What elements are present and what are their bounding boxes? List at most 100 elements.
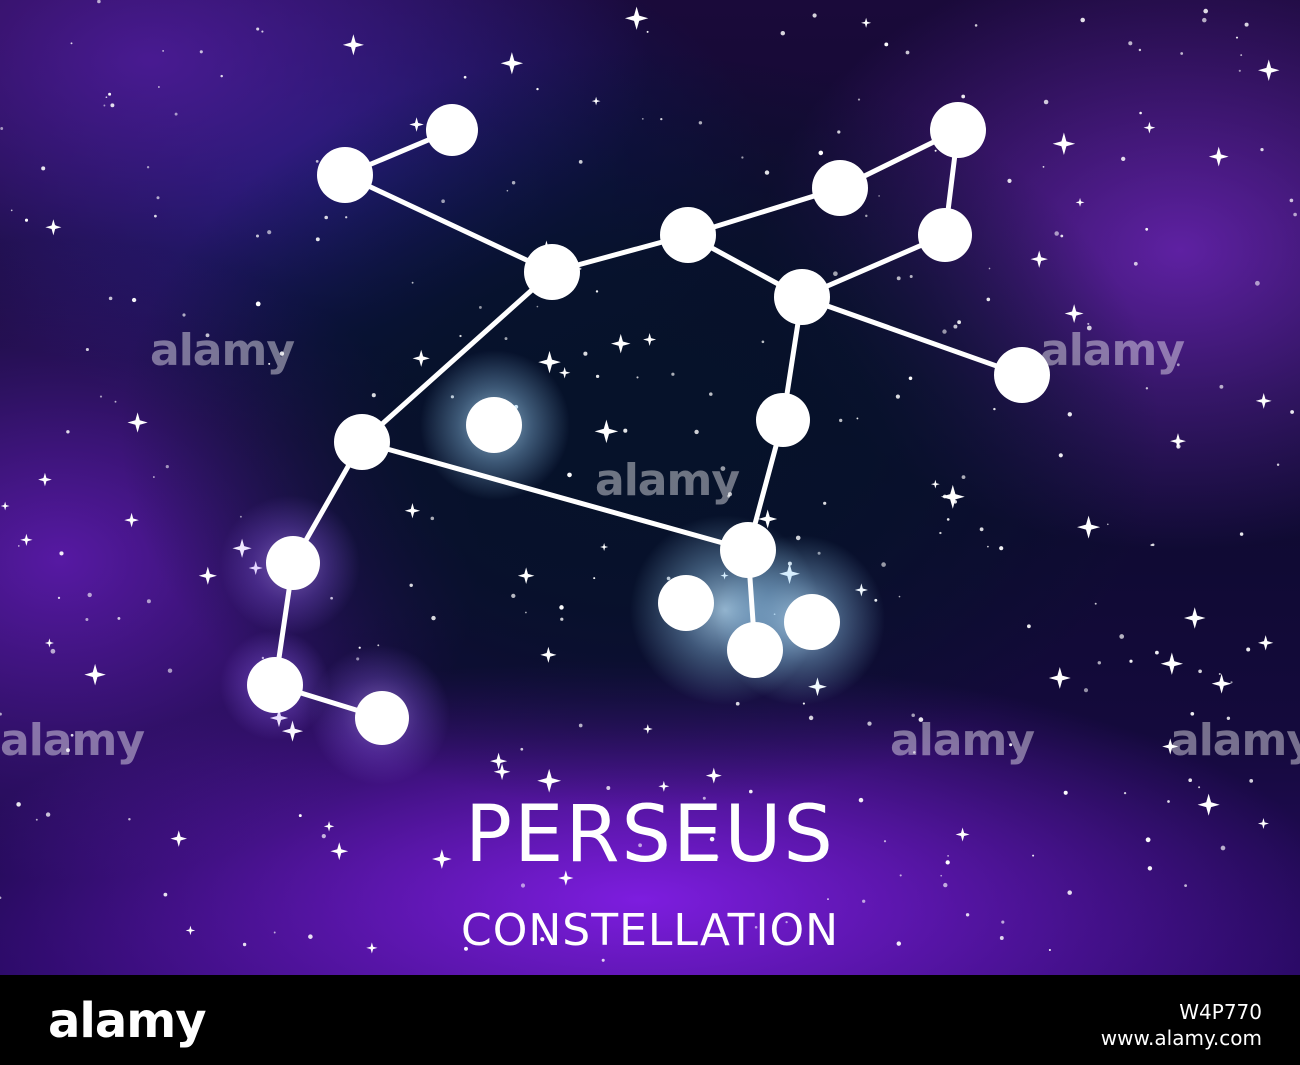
background-star-dot [242, 942, 247, 947]
background-sparkle-star [366, 942, 378, 954]
star-9 [994, 347, 1050, 403]
background-star-dot [298, 814, 302, 818]
background-star-dot [595, 374, 600, 379]
star-6 [930, 102, 986, 158]
background-star-dot [464, 946, 468, 951]
background-star-dot [908, 376, 913, 381]
background-star-dot [567, 472, 572, 478]
background-star-dot [199, 50, 203, 54]
background-star-dot [315, 237, 320, 242]
background-star-dot [1080, 17, 1085, 23]
background-star-dot [255, 234, 260, 238]
background-star-dot [1060, 234, 1064, 238]
watermark-alamy: alamy [595, 455, 740, 506]
background-star-dot [660, 117, 663, 121]
image-info: W4P770 www.alamy.com [1101, 999, 1262, 1051]
background-star-dot [749, 789, 753, 794]
star-4 [660, 207, 716, 263]
background-star-dot [961, 94, 966, 99]
background-star-dot [97, 0, 101, 4]
background-star-dot [1138, 48, 1142, 52]
background-star-dot [165, 464, 169, 469]
background-star-dot [504, 337, 508, 341]
background-star-dot [103, 104, 106, 107]
background-star-dot [1087, 322, 1090, 325]
background-star-dot [114, 400, 117, 403]
background-star-dot [85, 618, 89, 621]
background-star-dot [1121, 156, 1126, 162]
background-sparkle-star [591, 96, 601, 106]
background-star-dot [371, 393, 376, 398]
star-2 [317, 147, 373, 203]
background-star-dot [579, 267, 582, 270]
background-star-dot [321, 834, 326, 839]
background-sparkle-star [538, 350, 561, 374]
background-star-dot [1083, 688, 1089, 693]
background-sparkle-star [185, 925, 196, 936]
background-star-dot [764, 170, 770, 175]
background-star-dot [896, 276, 901, 281]
background-star-dot [261, 30, 264, 33]
star-5 [812, 160, 868, 216]
background-sparkle-star [432, 849, 452, 869]
background-star-dot [1145, 837, 1151, 843]
background-star-dot [117, 616, 121, 620]
watermark-alamy: alamy [1040, 325, 1185, 376]
background-star-dot [1129, 659, 1133, 663]
background-star-dot [905, 50, 910, 55]
background-star-dot [431, 615, 436, 621]
background-star-dot [812, 13, 817, 18]
background-star-dot [182, 313, 186, 317]
star-15 [658, 575, 714, 631]
star-1 [426, 104, 478, 156]
background-star-dot [1150, 544, 1153, 547]
background-sparkle-star [1170, 433, 1186, 450]
background-star-dot [409, 583, 413, 588]
background-star-dot [1218, 672, 1221, 676]
background-sparkle-star [38, 472, 52, 487]
background-sparkle-star [20, 533, 33, 546]
background-star-dot [1219, 384, 1224, 389]
background-star-dot [110, 103, 115, 108]
background-star-dot [153, 476, 155, 478]
background-star-dot [16, 802, 21, 807]
background-star-dot [911, 713, 915, 718]
background-star-dot [1244, 22, 1249, 27]
background-star-dot [1203, 8, 1209, 14]
background-star-dot [987, 545, 989, 548]
background-star-dot [1249, 779, 1254, 783]
background-star-dot [279, 351, 285, 356]
background-star-dot [578, 160, 583, 164]
background-star-dot [986, 297, 991, 302]
background-star-dot [1255, 280, 1260, 286]
background-star-dot [867, 721, 872, 726]
background-star-dot [808, 715, 814, 721]
background-star-dot [1145, 227, 1149, 231]
background-sparkle-star [1257, 818, 1269, 830]
background-star-dot [694, 429, 699, 435]
background-star-dot [158, 86, 160, 88]
background-star-dot [66, 748, 70, 753]
background-star-dot [1054, 231, 1059, 236]
background-star-dot [1058, 453, 1063, 458]
background-star-dot [85, 347, 89, 352]
background-star-dot [909, 275, 913, 278]
watermark-alamy: alamy [0, 715, 145, 766]
background-star-dot [583, 351, 588, 356]
background-sparkle-star [537, 768, 562, 793]
night-sky-background: alamy alamy alamy alamy alamy alamy PERS… [0, 0, 1300, 975]
background-sparkle-star [861, 17, 872, 28]
background-sparkle-star [1208, 146, 1229, 167]
background-star-dot [411, 281, 414, 284]
background-star-dot [315, 160, 319, 163]
background-star-dot [525, 611, 527, 614]
background-star-dot [268, 362, 271, 365]
background-star-dot [1198, 786, 1201, 789]
background-star-dot [1042, 166, 1045, 168]
background-star-dot [174, 112, 178, 116]
background-star-dot [1289, 198, 1294, 203]
background-star-dot [780, 30, 786, 36]
background-star-dot [727, 492, 733, 497]
watermark-alamy: alamy [890, 715, 1035, 766]
background-star-dot [918, 717, 924, 722]
